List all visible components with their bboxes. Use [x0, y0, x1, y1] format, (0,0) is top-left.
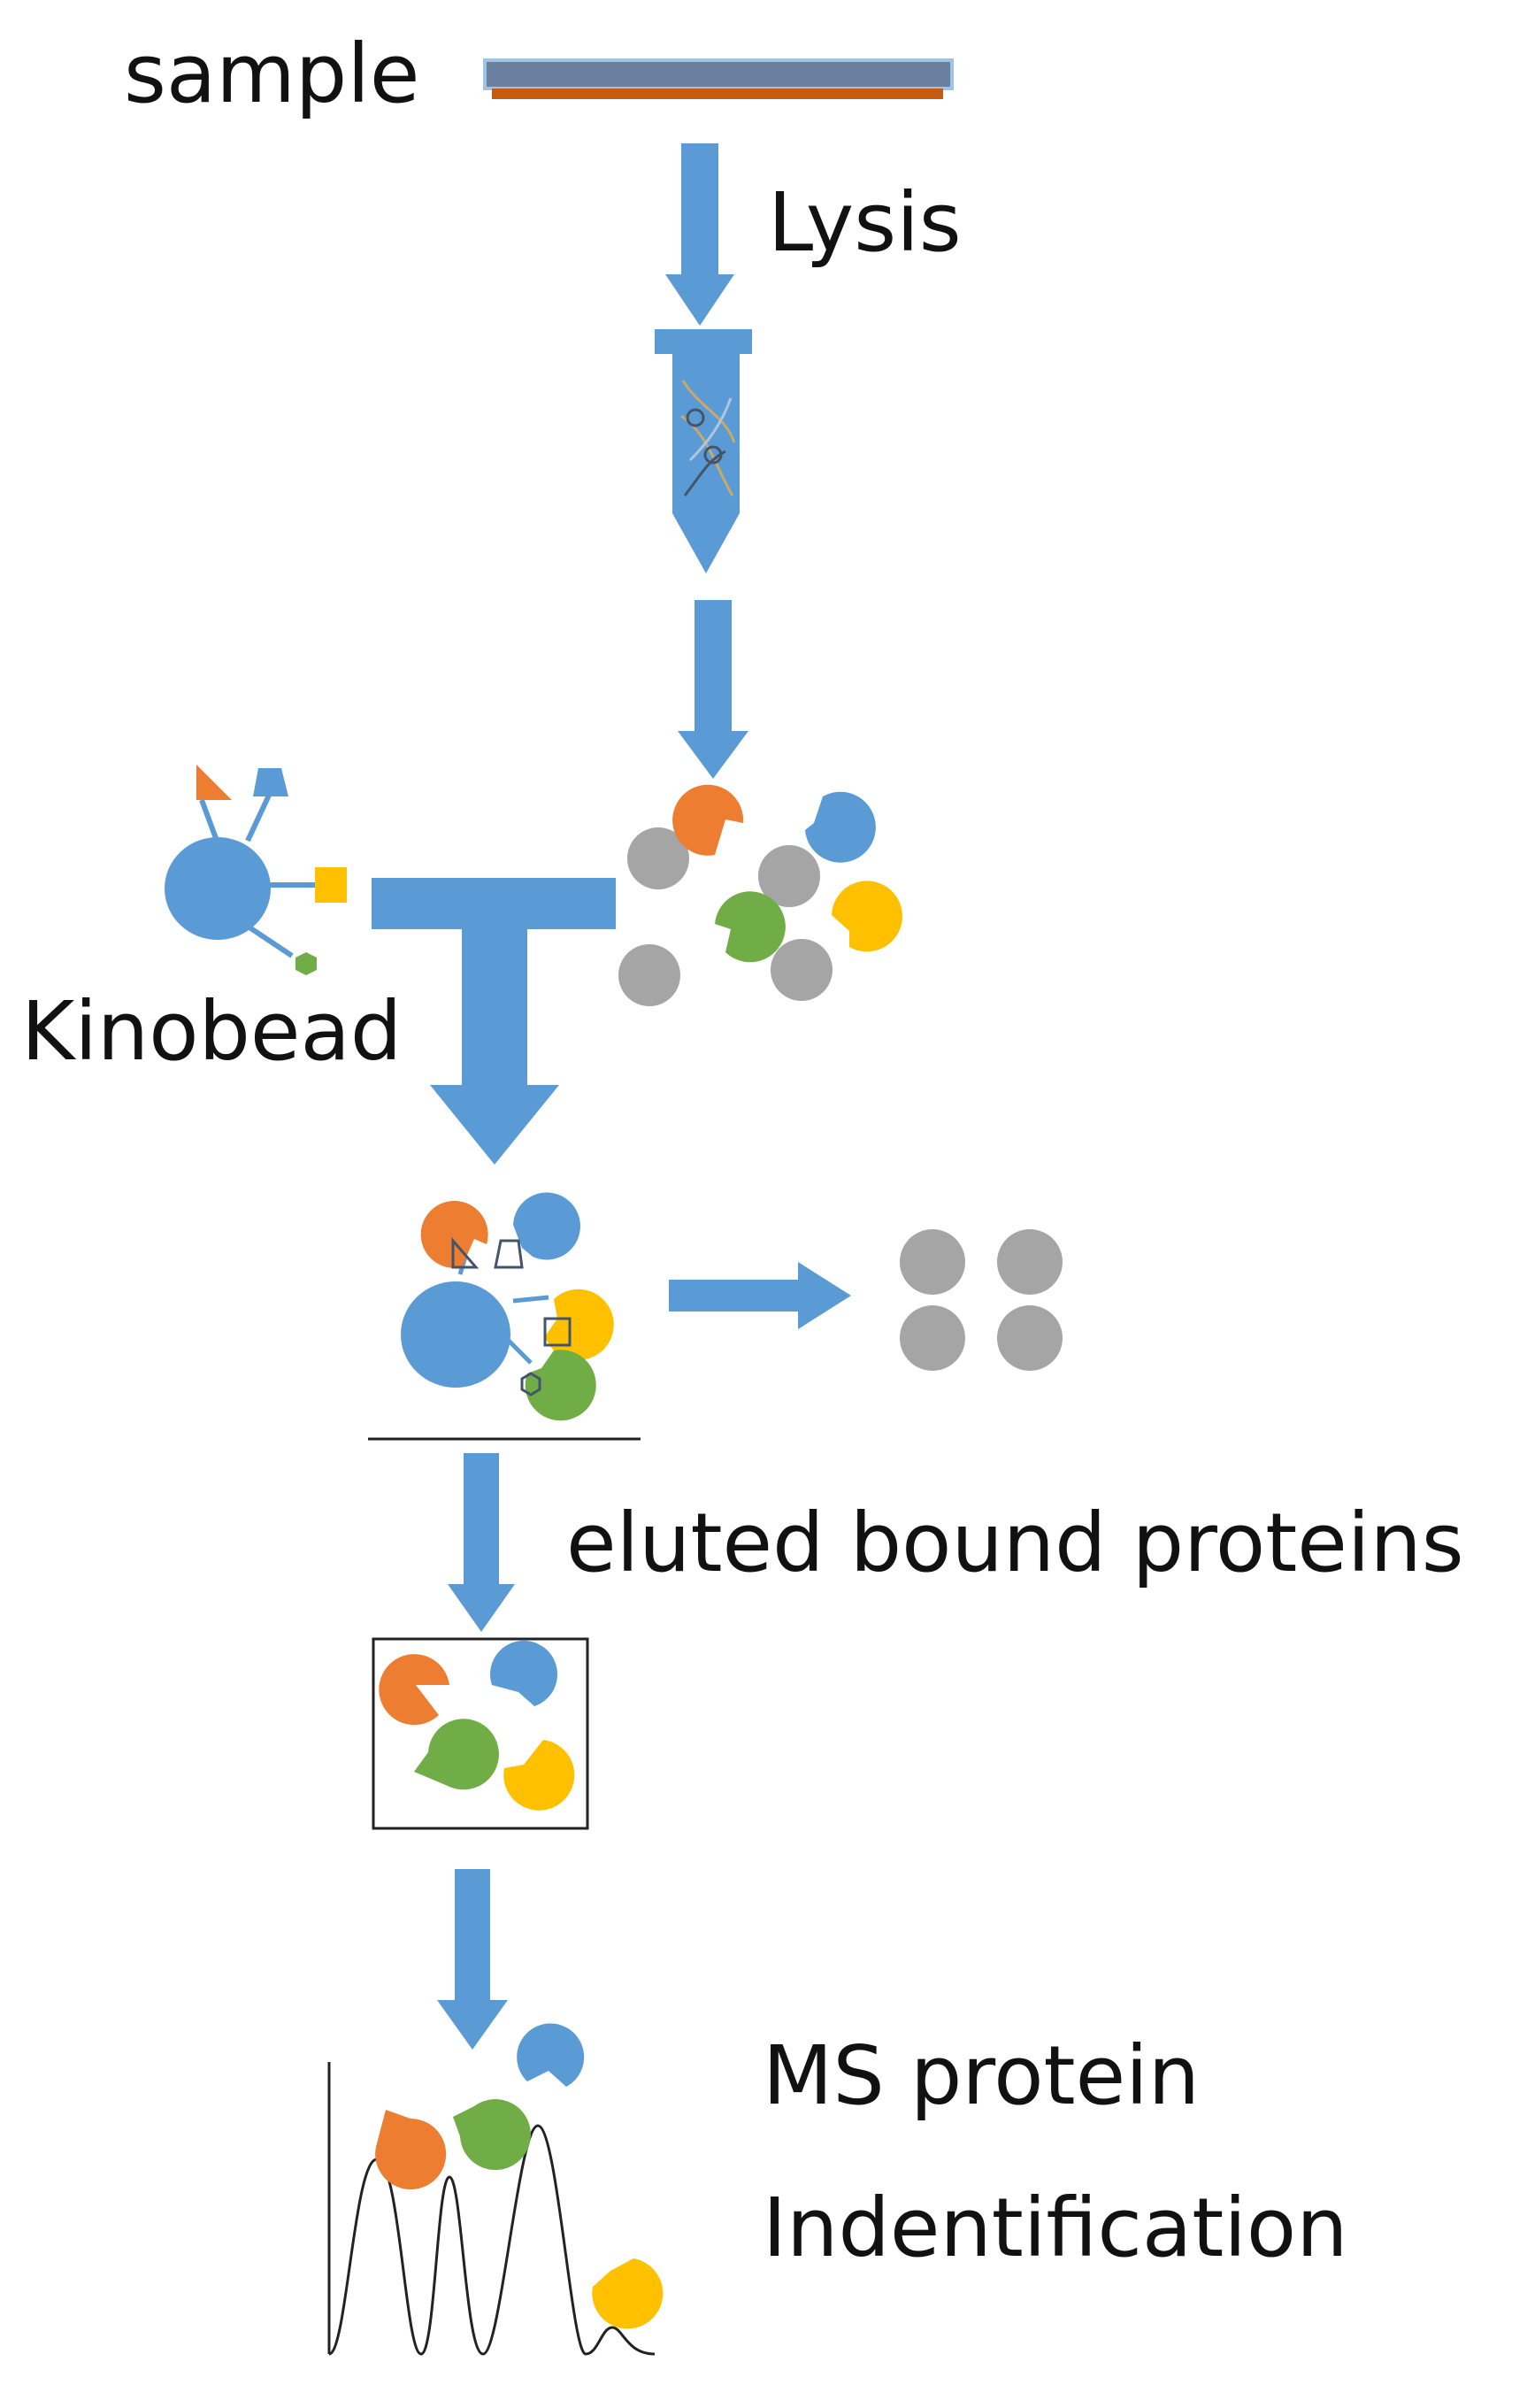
ms-spectrum-chart	[327, 2023, 664, 2356]
bead-bound-proteins	[401, 1192, 614, 1421]
eluted-proteins-box	[372, 1637, 589, 1830]
arrow-down	[437, 1869, 508, 2050]
ms-label-line2: Indentification	[763, 2181, 1348, 2275]
kinobead-label: Kinobead	[21, 984, 403, 1079]
sample-label: sample	[124, 27, 420, 121]
lysate-protein-mix	[618, 784, 902, 1006]
lysis-tube-icon	[655, 329, 752, 573]
unbound-proteins	[900, 1229, 1063, 1371]
arrow-down	[678, 600, 748, 779]
eluted-label: eluted bound proteins	[566, 1496, 1464, 1590]
sample-slide	[483, 58, 954, 99]
arrow-right	[669, 1262, 851, 1329]
ms-label-line1: MS protein	[763, 2028, 1201, 2123]
combine-arrow	[372, 878, 616, 1165]
kinobead-icon	[165, 765, 347, 975]
lysis-label: Lysis	[768, 175, 962, 270]
arrow-down	[665, 143, 734, 326]
arrow-down	[448, 1453, 515, 1632]
